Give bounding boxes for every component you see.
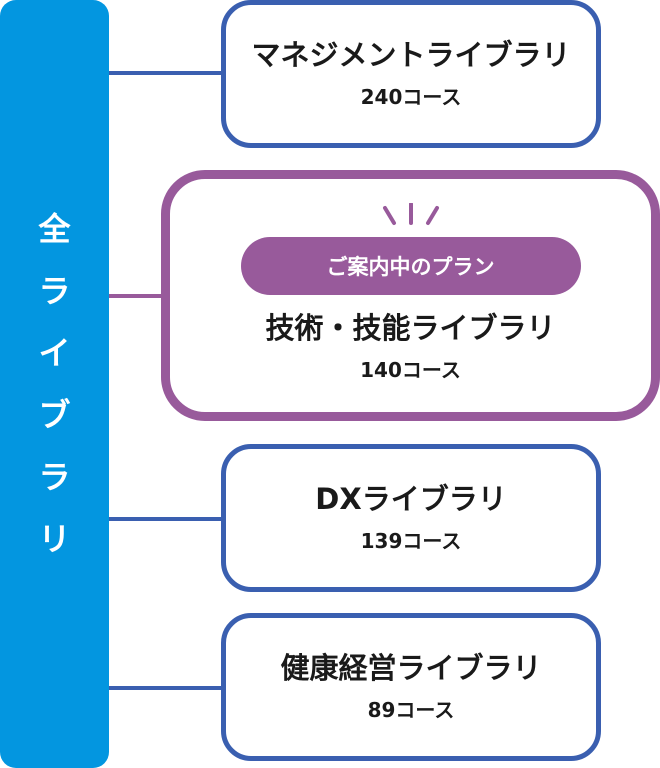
- all-library-root: 全 ラ イ ブ ラ リ: [0, 0, 109, 768]
- library-title: マネジメントライブラリ: [251, 38, 571, 72]
- root-label-char: ラ: [38, 458, 71, 496]
- course-count: 240コース: [360, 85, 462, 109]
- root-label-char: ラ: [38, 272, 71, 310]
- library-card-technical-featured[interactable]: ご案内中のプラン 技術・技能ライブラリ 140コース: [161, 170, 660, 421]
- highlight-rays-icon: [382, 203, 439, 225]
- connector-dx: [109, 517, 225, 521]
- library-title: 技術・技能ライブラリ: [265, 311, 556, 345]
- library-card-health[interactable]: 健康経営ライブラリ 89コース: [221, 613, 601, 761]
- connector-health: [109, 686, 225, 690]
- current-plan-badge: ご案内中のプラン: [240, 237, 581, 295]
- connector-technical: [109, 294, 165, 298]
- course-count: 140コース: [360, 358, 461, 382]
- library-card-management[interactable]: マネジメントライブラリ 240コース: [221, 0, 601, 148]
- library-title: DXライブラリ: [315, 482, 507, 516]
- root-label-char: 全: [38, 210, 71, 248]
- root-label-char: リ: [38, 520, 71, 558]
- connector-management: [109, 71, 225, 75]
- course-count: 139コース: [360, 529, 462, 553]
- course-count: 89コース: [367, 698, 455, 722]
- library-title: 健康経営ライブラリ: [280, 651, 542, 685]
- library-card-dx[interactable]: DXライブラリ 139コース: [221, 444, 601, 592]
- root-label-char: ブ: [38, 396, 71, 434]
- root-label-char: イ: [38, 334, 71, 372]
